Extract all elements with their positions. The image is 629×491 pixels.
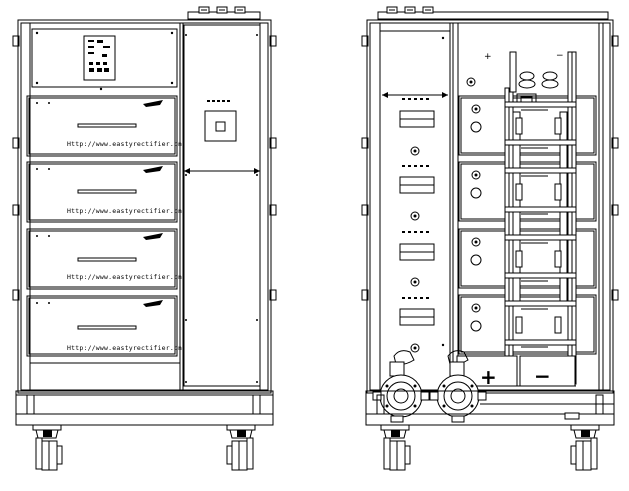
negative-terminal-symbol: − (534, 364, 551, 388)
module-4-url-label: Http://www.eastyrectifier.cn (67, 344, 182, 352)
rear-fan-unit-3 (400, 231, 434, 286)
top-positive-mark: + (484, 52, 492, 62)
rear-cabinet-frame (367, 20, 613, 393)
rear-base-frame (366, 391, 614, 425)
front-caster-left (33, 425, 62, 470)
front-base-frame (16, 391, 273, 425)
front-view: Http://www.eastyrectifier.cn Http://www.… (13, 7, 276, 470)
rear-caster-left (381, 425, 410, 470)
rear-module-4 (459, 295, 596, 354)
rear-cable-glands (378, 7, 608, 19)
rear-module-3 (459, 229, 596, 288)
front-module-1: Http://www.eastyrectifier.cn (27, 96, 182, 156)
rear-fan-unit-4 (400, 297, 434, 352)
front-lifting-lugs (13, 36, 276, 300)
rear-left-panel (382, 36, 448, 352)
positive-terminal-symbol: + (480, 365, 497, 389)
module-1-url-label: Http://www.eastyrectifier.cn (67, 140, 182, 148)
top-negative-mark: − (556, 51, 564, 61)
door-nameplate (207, 100, 230, 102)
front-door-panel (184, 25, 260, 386)
rear-dc-busbars (457, 52, 576, 386)
front-control-panel (32, 29, 177, 91)
rear-module-1 (459, 96, 596, 155)
front-caster-right (227, 425, 255, 470)
module-3-url-label: Http://www.eastyrectifier.cn (67, 273, 182, 281)
rear-fan-unit-2 (400, 165, 434, 220)
front-module-2: Http://www.eastyrectifier.cn (27, 162, 182, 222)
module-2-url-label: Http://www.eastyrectifier.cn (67, 207, 182, 215)
front-module-4: Http://www.eastyrectifier.cn (27, 296, 182, 356)
front-cable-glands (188, 7, 260, 19)
rear-caster-right (571, 425, 599, 470)
rear-view: + − (362, 7, 618, 470)
control-keypad (84, 36, 115, 80)
rear-module-2 (459, 162, 596, 221)
rear-cooling-flange-left (373, 351, 429, 422)
rear-cooling-flange-right (430, 351, 486, 422)
rear-fan-unit-1 (400, 98, 434, 155)
front-module-3: Http://www.eastyrectifier.cn (27, 229, 182, 289)
rear-lifting-lugs (362, 36, 618, 300)
door-lock-plate (205, 111, 236, 141)
